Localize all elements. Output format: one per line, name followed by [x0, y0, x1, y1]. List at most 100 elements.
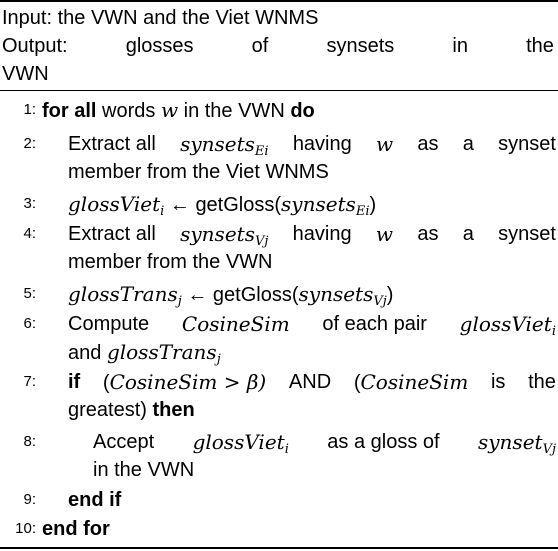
- step-text: Extract all synsetsVj having w as a syns…: [68, 220, 556, 256]
- keyword: if: [68, 371, 81, 393]
- text: a: [462, 133, 474, 155]
- text: Extract all: [68, 133, 156, 155]
- text: Compute: [68, 313, 150, 335]
- math-sub: Ei: [355, 204, 370, 219]
- function-name: getGloss(: [195, 194, 282, 216]
- output-word: in: [452, 35, 468, 57]
- text: greatest): [68, 399, 147, 421]
- step-number: 1:: [23, 101, 36, 118]
- output-word: the: [526, 35, 554, 57]
- step-text: glossVieti ← getGloss(synsetsEi): [68, 190, 376, 226]
- output-word: of: [251, 35, 269, 57]
- math-sub: i: [551, 324, 556, 339]
- output-word: Output:: [2, 35, 68, 57]
- keyword: do: [290, 100, 315, 122]
- math-expr: synsetsEi: [180, 130, 269, 166]
- math-var: glossViet: [68, 192, 161, 216]
- text: ): [369, 194, 377, 216]
- math-expr: (CosineSim: [354, 368, 468, 397]
- text: as: [417, 133, 439, 155]
- keyword: for all: [42, 100, 97, 122]
- text: synset: [498, 223, 556, 245]
- step-text: end for: [42, 515, 110, 543]
- math-var: w: [160, 98, 179, 122]
- math-expr: (CosineSim > β): [103, 368, 266, 397]
- output-word: synsets: [326, 35, 395, 57]
- math-sub: j: [216, 352, 221, 367]
- text: having: [292, 133, 352, 155]
- text: words: [102, 100, 156, 122]
- step-text: member from the Viet WNMS: [68, 161, 329, 183]
- arrow-symbol: ←: [169, 194, 190, 216]
- math-var: CosineSim: [181, 312, 290, 336]
- text: Extract all: [68, 223, 156, 245]
- output-word: glosses: [125, 35, 194, 57]
- math-sub: i: [284, 442, 289, 457]
- math-var: CosineSim: [360, 370, 469, 394]
- step-text: greatest) then: [68, 396, 195, 424]
- math-var: glossTrans: [68, 282, 178, 306]
- math-var: w: [376, 132, 394, 156]
- output-line: Output: glosses of synsets in the: [2, 32, 554, 60]
- math-var: synsets: [281, 192, 356, 216]
- header-rule: [0, 90, 558, 91]
- math-expr: synsetsVj: [180, 220, 268, 256]
- step-text: glossTransj ← getGloss(synsetsVj): [68, 280, 393, 316]
- math-expr: glossVieti: [193, 428, 289, 464]
- function-name: getGloss(: [212, 284, 299, 306]
- step-text: Compute CosineSim of each pair glossViet…: [68, 310, 556, 346]
- math-var: w: [375, 222, 394, 246]
- step-number: 3:: [23, 195, 36, 212]
- text: synset: [498, 133, 556, 155]
- text: in the VWN: [183, 100, 285, 122]
- text: (: [353, 372, 361, 394]
- bottom-rule: [0, 547, 558, 549]
- text: having: [292, 223, 352, 245]
- text: of each pair: [322, 313, 427, 335]
- text: and: [68, 342, 102, 364]
- keyword: end for: [42, 518, 110, 540]
- math-var: synsets: [180, 222, 255, 246]
- top-rule: [0, 0, 558, 2]
- math-sub: i: [160, 204, 165, 219]
- math-sub: Vj: [254, 234, 269, 249]
- math-var: synsets: [298, 282, 374, 306]
- math-var: synset: [477, 430, 543, 454]
- math-expr: glossVieti: [460, 310, 556, 346]
- text: the: [528, 371, 556, 393]
- step-number: 5:: [23, 285, 36, 302]
- step-number: 6:: [23, 315, 36, 332]
- step-text: in the VWN: [93, 459, 195, 481]
- text: Accept: [93, 431, 155, 453]
- text: (: [102, 372, 110, 394]
- step-text: end if: [68, 486, 121, 514]
- keyword: end if: [68, 489, 122, 511]
- math-var: > β): [217, 370, 267, 394]
- output-continuation: VWN: [2, 63, 49, 85]
- arrow-symbol: ←: [187, 284, 208, 306]
- step-number: 10:: [15, 520, 36, 537]
- keyword: then: [152, 399, 195, 421]
- text: ): [386, 284, 394, 306]
- step-number: 2:: [23, 135, 36, 152]
- step-number: 8:: [23, 433, 36, 450]
- text: as a gloss of: [327, 431, 440, 453]
- math-var: synsets: [180, 132, 255, 156]
- math-var: glossTrans: [106, 340, 217, 364]
- math-var: glossViet: [459, 312, 552, 336]
- math-var: CosineSim: [109, 370, 218, 394]
- math-var: glossViet: [192, 430, 285, 454]
- text: AND: [288, 371, 332, 393]
- math-sub: Ei: [254, 144, 269, 159]
- math-sub: Vj: [373, 294, 387, 309]
- math-expr: synsetVj: [478, 428, 556, 464]
- math-sub: j: [177, 294, 182, 309]
- step-text: if (CosineSim > β) AND (CosineSim is the: [68, 368, 556, 397]
- step-number: 9:: [23, 491, 36, 508]
- step-number: 7:: [23, 373, 36, 390]
- step-text: and glossTransj: [68, 338, 221, 374]
- text: a: [462, 223, 474, 245]
- step-text: Extract all synsetsEi having w as a syns…: [68, 130, 556, 166]
- step-text: Accept glossVieti as a gloss of synsetVj: [93, 428, 556, 464]
